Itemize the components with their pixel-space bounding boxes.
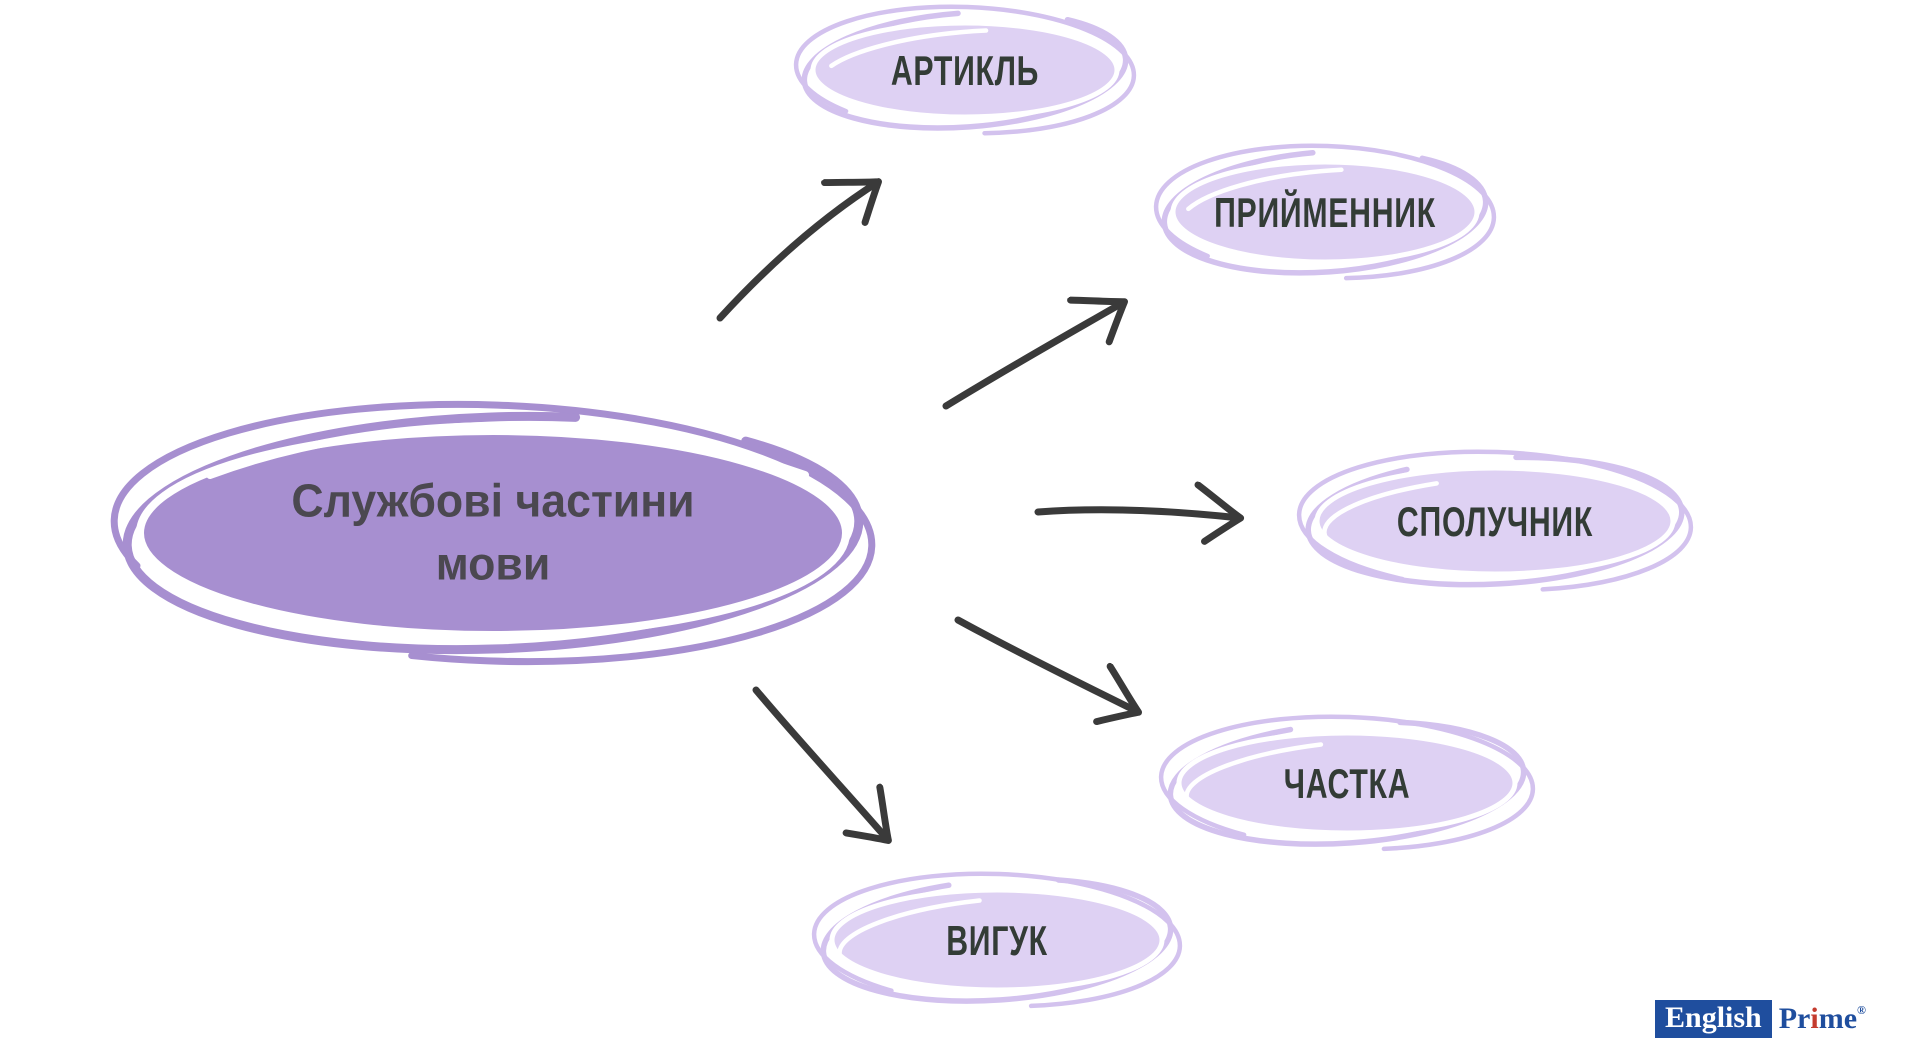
center-bubble: [110, 400, 876, 666]
node-label-chastka: ЧАСТКА: [1283, 760, 1411, 807]
node-bubble-pryimennyk: [1153, 143, 1497, 281]
node-bubble-spoluchnyk: [1296, 449, 1694, 593]
logo-prime-post: me: [1818, 1002, 1858, 1035]
node-bubble-chastka: [1158, 714, 1536, 852]
arrow-to-spoluchnyk: [1034, 510, 1240, 518]
center-label-line1: Службові частини: [291, 474, 695, 527]
logo-prime-red-i: i: [1810, 1002, 1819, 1035]
arrow-to-vyhuk: [752, 686, 888, 840]
center-label-line2: мови: [435, 538, 551, 590]
node-bubble-artykl: [793, 4, 1137, 136]
node-bubble-vyhuk: [811, 871, 1183, 1009]
logo-prime-text: Pr i me ®: [1779, 1002, 1866, 1036]
node-label-pryimennyk: ПРИЙМЕННИК: [1214, 189, 1436, 236]
node-label-vyhuk: ВИГУК: [946, 917, 1048, 964]
arrow-to-artykl: [716, 182, 878, 322]
logo-prime-pre: Pr: [1778, 1002, 1811, 1035]
logo-english-box: English: [1655, 1000, 1772, 1038]
registered-mark-icon: ®: [1857, 1003, 1866, 1017]
node-label-spoluchnyk: СПОЛУЧНИК: [1396, 498, 1594, 545]
arrow-to-pryimennyk: [942, 302, 1124, 410]
node-label-artykl: АРТИКЛЬ: [890, 47, 1040, 94]
english-prime-logo: English Pr i me ®: [1655, 999, 1866, 1039]
arrow-to-chastka: [954, 616, 1138, 712]
center-node-label: Службові частини мови: [192, 470, 793, 597]
